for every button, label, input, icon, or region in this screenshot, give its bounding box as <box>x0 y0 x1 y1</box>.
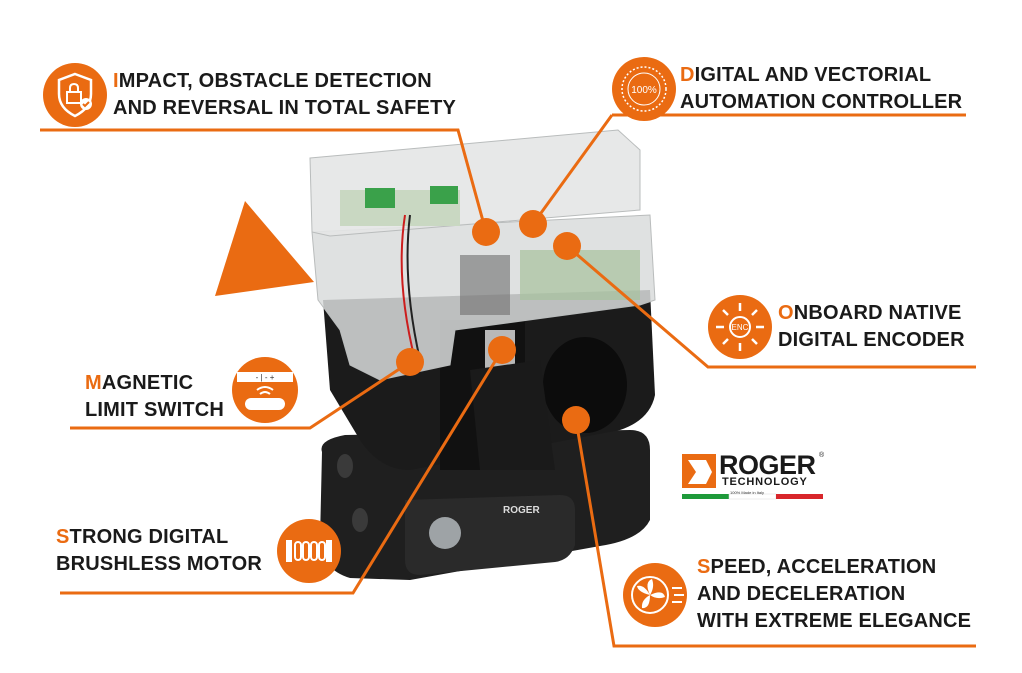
feature-speed-initial: S <box>697 556 711 578</box>
svg-text:ENC: ENC <box>732 323 749 332</box>
connector-controller-lead <box>531 114 614 225</box>
encoder-icon: ENC <box>708 295 772 359</box>
flag-red <box>776 494 823 499</box>
feature-speed: SPEED, ACCELERATION AND DECELERATION WIT… <box>697 554 971 635</box>
device-front-panel <box>405 495 575 575</box>
brand-name: ROGER <box>719 450 816 480</box>
feature-impact-line-1: MPACT, OBSTACLE DETECTION <box>118 70 432 92</box>
feature-limit-initial: M <box>85 372 102 394</box>
roger-technology-logo: ROGER ® TECHNOLOGY 100% Made in Italy <box>682 450 825 500</box>
brand-registered: ® <box>819 452 825 459</box>
connector-encoder <box>566 244 976 369</box>
motor-coil-icon <box>277 519 341 583</box>
feature-motor-line-2: BRUSHLESS MOTOR <box>56 553 262 575</box>
callout-dots <box>396 210 590 434</box>
svg-text:- | - +: - | - + <box>256 373 275 382</box>
brand-subtitle: TECHNOLOGY <box>722 476 808 488</box>
feature-encoder-line-1: NBOARD NATIVE <box>793 302 962 324</box>
feature-controller-initial: D <box>680 64 695 86</box>
roger-logo-mark <box>682 454 823 500</box>
feature-controller: DIGITAL AND VECTORIAL AUTOMATION CONTROL… <box>680 62 962 116</box>
shield-check-icon <box>43 63 107 127</box>
connector-limit <box>70 360 411 430</box>
flag-green <box>682 494 729 499</box>
feature-impact-initial: I <box>113 70 119 92</box>
connector-motor <box>60 349 504 595</box>
fan-speed-icon <box>623 563 687 627</box>
dot-motor <box>488 336 516 364</box>
motor-cylinder <box>543 337 627 433</box>
feature-speed-line-3: WITH EXTREME ELEGANCE <box>697 610 972 632</box>
dot-encoder <box>553 232 581 260</box>
feature-impact-line-2: AND REVERSAL IN TOTAL SAFETY <box>113 97 457 119</box>
feature-limit-line-1: AGNETIC <box>101 372 194 394</box>
feature-motor-line-1: TRONG DIGITAL <box>69 526 229 548</box>
dot-speed <box>562 406 590 434</box>
feature-encoder: ONBOARD NATIVE DIGITAL ENCODER <box>778 300 965 354</box>
feature-impact: IMPACT, OBSTACLE DETECTION AND REVERSAL … <box>113 68 456 122</box>
feature-motor-initial: S <box>56 526 70 548</box>
percent-dial-icon: 100% <box>612 57 676 121</box>
release-knob <box>429 517 461 549</box>
connector-lines <box>40 113 976 648</box>
magnetic-limit-switch-icon: - | - + <box>232 357 298 423</box>
dot-impact <box>472 218 500 246</box>
feature-encoder-line-2: DIGITAL ENCODER <box>778 329 965 351</box>
feature-controller-line-2: AUTOMATION CONTROLLER <box>680 91 963 113</box>
device-badge: ROGER <box>503 505 540 516</box>
feature-speed-line-2: AND DECELERATION <box>697 583 906 605</box>
dot-limit <box>396 348 424 376</box>
dot-controller <box>519 210 547 238</box>
feature-speed-line-1: PEED, ACCELERATION <box>710 556 937 578</box>
svg-text:100%: 100% <box>631 85 657 96</box>
direction-arrow <box>215 201 314 296</box>
connector-impact <box>40 128 488 233</box>
feature-limit-line-2: LIMIT SWITCH <box>85 399 225 421</box>
feature-motor: STRONG DIGITAL BRUSHLESS MOTOR <box>56 524 262 578</box>
feature-encoder-initial: O <box>778 302 794 324</box>
connector-speed <box>574 419 976 648</box>
feature-controller-line-1: IGITAL AND VECTORIAL <box>694 64 932 86</box>
feature-limit-switch: MAGNETIC LIMIT SWITCH <box>85 370 224 424</box>
brand-tagline: 100% Made in Italy <box>730 490 765 495</box>
